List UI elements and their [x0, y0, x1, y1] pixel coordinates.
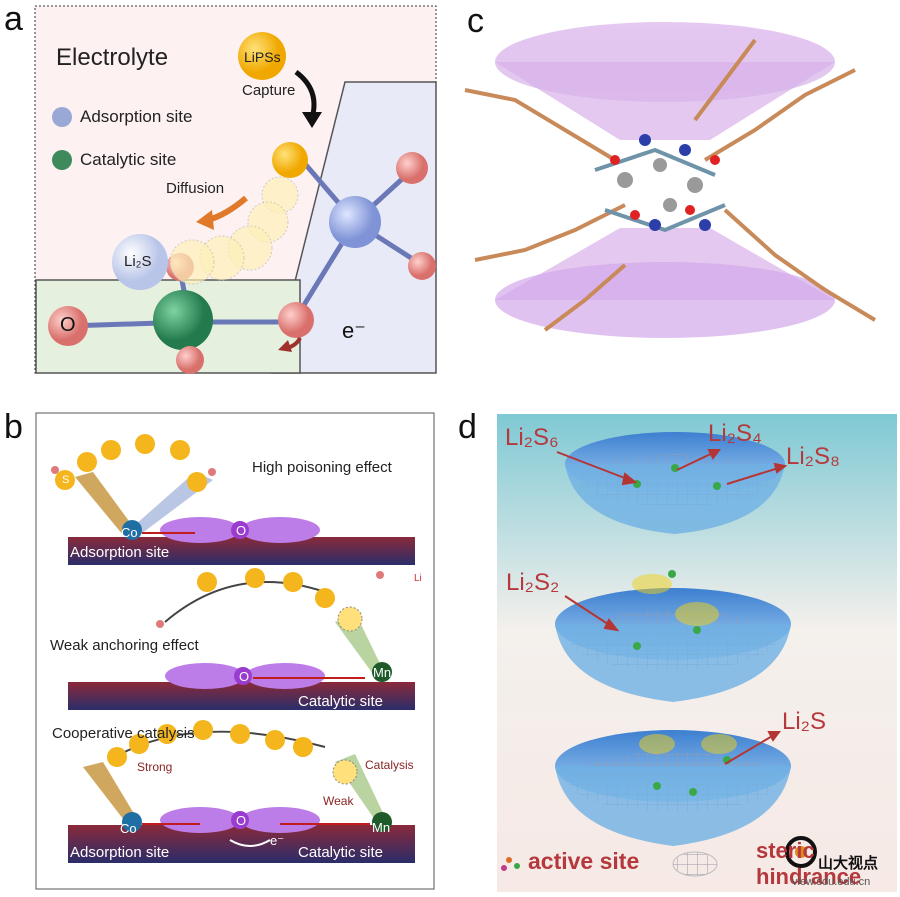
catalytic-atom-center — [153, 290, 213, 350]
weak-label: Weak — [323, 794, 354, 808]
adsorption-atom-center — [329, 196, 381, 248]
adsorption-site-label-b1: Adsorption site — [70, 544, 170, 561]
panel-d-illustration — [497, 414, 897, 892]
o-label-b1: O — [236, 523, 247, 538]
catalytic-site-label-b2: Catalytic site — [298, 844, 384, 861]
mn-label-1: Mn — [373, 665, 392, 680]
electron-label-b: e⁻ — [270, 833, 285, 848]
li2s-label-d: Li₂S — [782, 708, 827, 735]
bottom-cone-rim — [495, 262, 835, 338]
top-cone — [495, 62, 835, 140]
co-label-1: Co — [121, 525, 138, 540]
li2s6-label: Li₂S₆ — [505, 424, 559, 451]
panel-letter-d: d — [458, 408, 477, 446]
watermark-url: view.sdu.edu.cn — [792, 876, 871, 888]
surface-bar-1 — [68, 537, 415, 565]
li-label-b: Li — [414, 573, 422, 584]
catalysis-label: Catalysis — [365, 758, 414, 772]
diffusion-label: Diffusion — [166, 180, 225, 197]
adsorption-site-label: Adsorption site — [80, 107, 193, 126]
electron-label-a: e⁻ — [342, 318, 366, 343]
li2s2-label: Li₂S₂ — [506, 569, 560, 596]
strong-label: Strong — [137, 760, 173, 774]
lipss-label: LiPSs — [244, 49, 281, 65]
panel-letter-b: b — [4, 408, 23, 446]
watermark-cn: 山大视点 — [818, 855, 879, 872]
panel-b-illustration — [35, 412, 435, 890]
co-label-2: Co — [120, 821, 137, 836]
electrolyte-label: Electrolyte — [56, 44, 169, 71]
watermark-logo — [785, 836, 817, 868]
lipss-particle — [272, 142, 308, 178]
active-site-label: active site — [528, 848, 640, 874]
weak-anchoring-label: Weak anchoring effect — [50, 637, 199, 654]
lipss-molecule — [238, 32, 286, 80]
panel-letter-c: c — [467, 2, 484, 40]
catalytic-site-label: Catalytic site — [80, 150, 177, 169]
panel-a-illustration — [34, 5, 437, 374]
active-site-legend-dots — [501, 857, 520, 871]
s-label-b: S — [62, 474, 70, 486]
oxygen-atom-left — [48, 306, 88, 346]
legend-catalytic-dot — [52, 150, 72, 170]
metal-atoms — [610, 134, 720, 231]
o-label-b3: O — [236, 813, 247, 828]
catalytic-site-label-b1: Catalytic site — [298, 693, 384, 710]
li2s8-label: Li₂S₈ — [786, 443, 840, 470]
panel-c-cage-structure — [464, 22, 877, 338]
o-label-b2: O — [239, 669, 250, 684]
mn-label-2: Mn — [372, 820, 391, 835]
high-poisoning-label: High poisoning effect — [252, 459, 392, 476]
adsorption-site-label-b2: Adsorption site — [70, 844, 170, 861]
cooperative-catalysis-label: Cooperative catalysis — [52, 725, 195, 742]
steric-legend-swatch — [672, 851, 718, 877]
capture-label: Capture — [242, 82, 296, 99]
o-label-a: O — [60, 314, 76, 336]
legend-adsorption-dot — [52, 107, 72, 127]
electron-arrow-b — [229, 839, 271, 847]
li2s4-label: Li₂S₄ — [708, 420, 762, 447]
li2s-label-a: Li₂S — [124, 253, 152, 270]
oxygen-atom-bridge — [278, 302, 314, 338]
surface-bar-2 — [68, 682, 415, 710]
diffusion-trail — [169, 176, 299, 285]
active-site-particles — [633, 464, 731, 796]
panel-letter-a: a — [4, 0, 23, 38]
li2s-particle — [112, 234, 168, 290]
